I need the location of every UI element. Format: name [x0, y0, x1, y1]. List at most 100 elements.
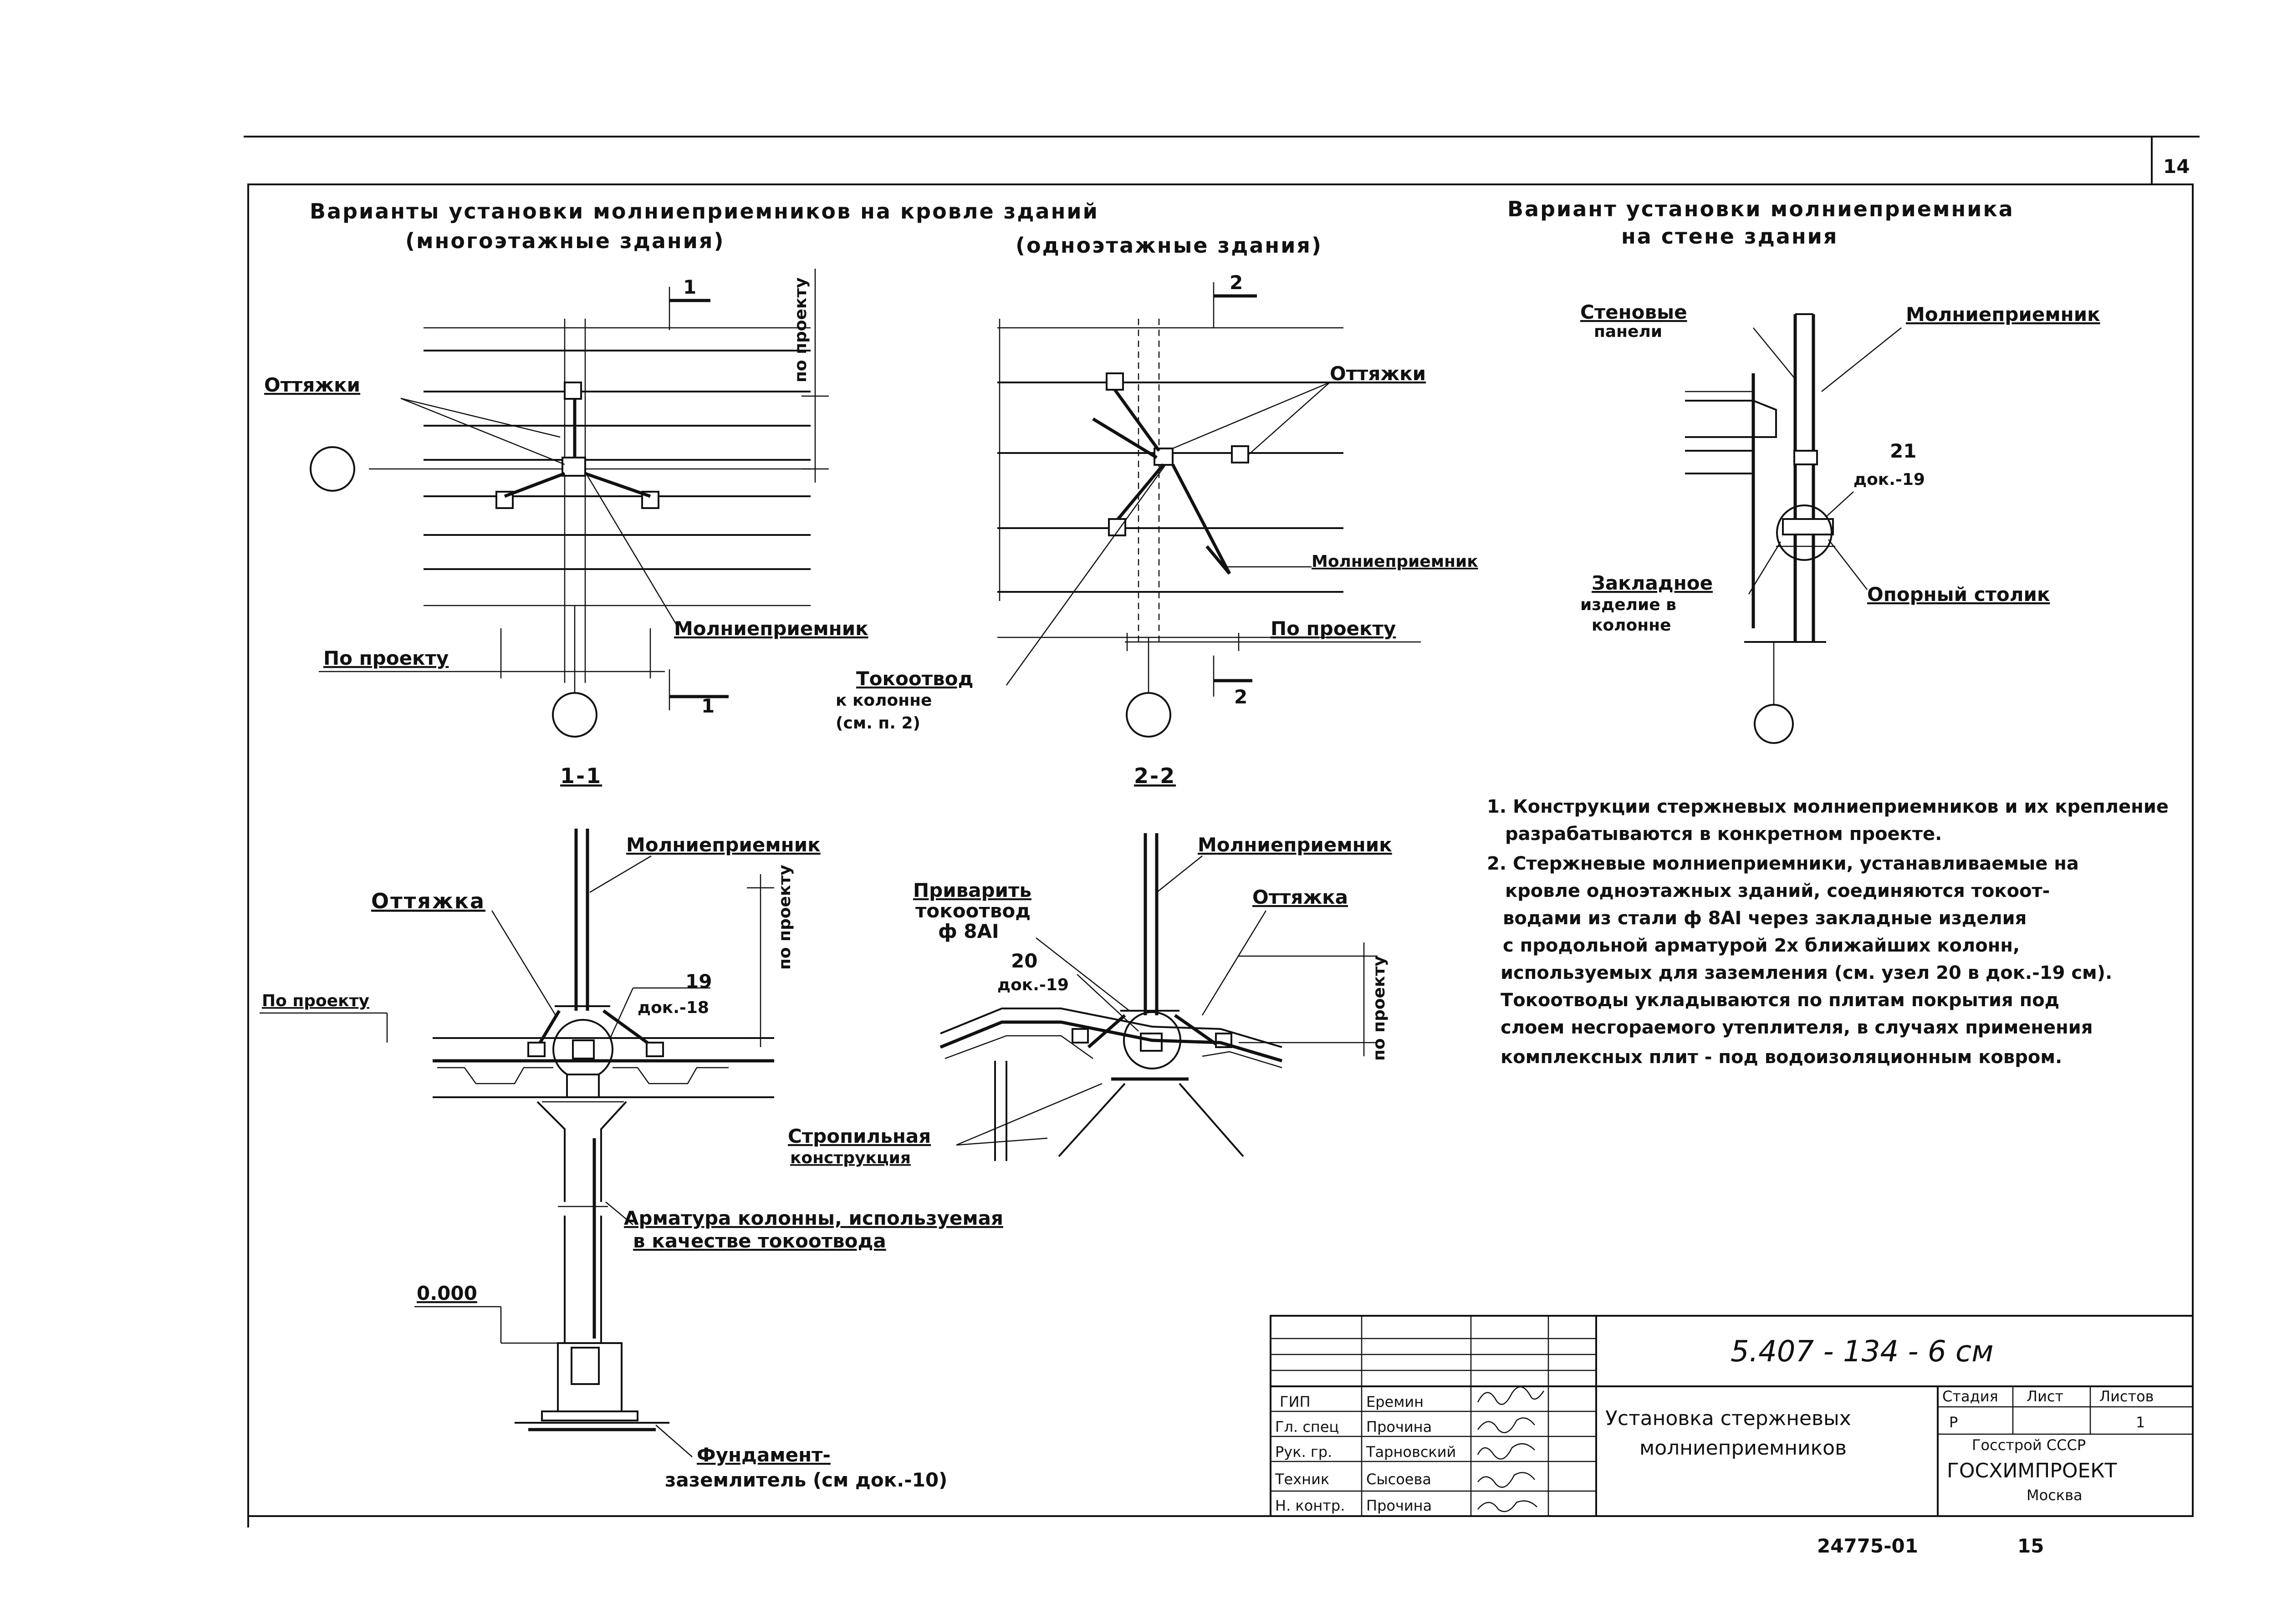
label-section-1-1: 1-1: [560, 764, 602, 788]
title-wall-line2: на стене здания: [1621, 224, 1838, 249]
sheets-header: Листов: [2099, 1388, 2154, 1405]
label-down-conductor-line1: Токоотвод: [856, 667, 973, 690]
label-guy-section1: Оттяжка: [371, 889, 485, 913]
title-multi-storey-line2: (многоэтажные здания): [405, 229, 725, 253]
label-per-project-plan2: По проекту: [1271, 617, 1396, 640]
label-weld-line3: ф 8АI: [938, 920, 999, 942]
note-line: используемых для заземления (см. узел 20…: [1501, 962, 2112, 983]
staff-role: Рук. гр.: [1275, 1443, 1332, 1461]
section-1-1-detail: [260, 829, 774, 1457]
note-line: 2. Стержневые молниеприемники, устанавли…: [1487, 853, 2079, 874]
wall-node-circle: [1776, 504, 1833, 561]
dim-per-project-plan1: по проекту: [791, 277, 810, 382]
org-line3: Москва: [2027, 1487, 2083, 1504]
label-doc-19-wall: док.-19: [1853, 470, 1925, 489]
label-weld-line1: Приварить: [913, 879, 1031, 901]
staff-role: ГИП: [1280, 1393, 1311, 1410]
label-column-rebar-line1: Арматура колонны, используемая: [624, 1207, 1003, 1229]
notes-block: 1. Конструкции стержневых молниеприемник…: [1487, 796, 2169, 1068]
stage-header: Стадия: [1942, 1388, 1998, 1405]
signature-scribbles: [1477, 1386, 1545, 1512]
label-rod-section1: Молниеприемник: [626, 834, 821, 856]
inventory-number: 24775-01: [1817, 1535, 1918, 1557]
staff-name: Тарновский: [1366, 1443, 1456, 1461]
drawing-designation: 5.407 - 134 - 6 см: [1731, 1335, 1993, 1369]
staff-role: Техник: [1275, 1471, 1329, 1488]
label-guys-plan1: Оттяжки: [264, 374, 360, 396]
section-mark-1-top: 1: [683, 276, 696, 298]
label-guys-plan2: Оттяжки: [1330, 362, 1426, 385]
label-embedded-line3: колонне: [1592, 616, 1671, 635]
staff-name: Прочина: [1366, 1418, 1432, 1436]
title-single-storey-line2: (одноэтажные здания): [1016, 233, 1322, 258]
bottom-page-number: 15: [2017, 1535, 2044, 1557]
label-wall-panels-line1: Стеновые: [1580, 301, 1687, 323]
section-2-2-detail: [939, 833, 1378, 1161]
label-node-19: 19: [685, 970, 712, 993]
axis-bubble-bottom-2: [1126, 692, 1171, 738]
label-elevation: 0.000: [417, 1282, 477, 1304]
plan-multi-storey: [310, 269, 829, 738]
label-down-conductor-line2: к колонне: [836, 691, 932, 710]
note-line: комплексных плит - под водоизоляционным …: [1501, 1047, 2062, 1068]
sheets-total-value: 1: [2136, 1414, 2145, 1431]
label-down-conductor-line3: (см. п. 2): [836, 714, 920, 733]
org-line2: ГОСХИМПРОЕКТ: [1947, 1459, 2117, 1482]
note-line: с продольной арматурой 2х ближайших коло…: [1503, 935, 2020, 956]
label-column-rebar-line2: в качестве токоотвода: [633, 1230, 886, 1252]
stage-value: Р: [1949, 1414, 1958, 1431]
label-wall-panels-line2: панели: [1594, 322, 1662, 341]
label-rod-section2: Молниеприемник: [1198, 834, 1392, 856]
wall-detail: [1685, 313, 1902, 744]
title-multi-storey-line1: Варианты установки молниеприемников на к…: [310, 199, 1099, 224]
label-per-project-plan1: По проекту: [323, 647, 449, 669]
staff-role: Гл. спец: [1275, 1418, 1339, 1436]
label-node-20: 20: [1011, 950, 1037, 972]
title-wall-line1: Вариант установки молниеприемника: [1507, 197, 2014, 221]
note-line: слоем несгораемого утеплителя, в случаях…: [1501, 1017, 2093, 1038]
label-doc-19-section2: док.-19: [997, 976, 1069, 994]
drawing-frame: [244, 136, 2200, 1527]
note-line: Токоотводы укладываются по плитам покрыт…: [1501, 990, 2059, 1011]
label-per-project-section1-dim: по проекту: [776, 865, 794, 970]
note-line: кровле одноэтажных зданий, соединяются т…: [1505, 881, 2050, 901]
staff-name: Сысоева: [1366, 1471, 1431, 1488]
label-rafter-line1: Стропильная: [788, 1125, 931, 1147]
title-block: [1270, 1315, 2194, 1517]
plan-single-storey: [997, 282, 1421, 738]
section-mark-1-bottom: 1: [701, 695, 715, 717]
staff-role: Н. контр.: [1275, 1497, 1345, 1514]
staff-name: Прочина: [1366, 1497, 1432, 1514]
label-rod-wall: Молниеприемник: [1906, 303, 2100, 326]
label-weld-line2: токоотвод: [915, 900, 1031, 922]
label-per-project-section2-dim: по проекту: [1370, 956, 1389, 1061]
note-line: разрабатываются в конкретном проекте.: [1505, 824, 1942, 845]
label-rod-plan1: Молниеприемник: [674, 617, 868, 640]
label-rafter-line2: конструкция: [790, 1149, 911, 1167]
note-line: 1. Конструкции стержневых молниеприемник…: [1487, 796, 2169, 817]
label-foundation-line2: заземлитель (см док.-10): [665, 1469, 947, 1491]
label-guy-section2: Оттяжка: [1252, 886, 1348, 908]
label-foundation-line1: Фундамент-: [697, 1444, 831, 1466]
note-line: водами из стали ф 8АI через закладные из…: [1503, 908, 2027, 929]
label-rod-plan2: Молниеприемник: [1312, 552, 1478, 571]
label-section-2-2: 2-2: [1134, 764, 1176, 788]
label-support-table: Опорный столик: [1867, 583, 2050, 606]
label-node-21: 21: [1890, 440, 1916, 462]
label-embedded-line1: Закладное: [1592, 572, 1713, 594]
staff-name: Еремин: [1366, 1393, 1424, 1410]
drawing-title-line1: Установка стержневых: [1605, 1407, 1851, 1430]
label-embedded-line2: изделие в: [1580, 596, 1676, 614]
section-mark-2-bottom: 2: [1234, 686, 1247, 708]
drawing-title-line2: молниеприемников: [1639, 1436, 1847, 1460]
label-doc-18: док.-18: [638, 998, 709, 1017]
org-line1: Госстрой СССР: [1972, 1436, 2086, 1454]
page-number: 14: [2163, 155, 2190, 178]
label-per-project-section1: По проекту: [262, 992, 369, 1010]
axis-bubble-left: [310, 446, 355, 492]
axis-bubble-wall: [1754, 704, 1794, 744]
axis-bubble-bottom: [552, 692, 597, 738]
section-mark-2-top: 2: [1230, 271, 1243, 294]
sheet-header: Лист: [2027, 1388, 2063, 1405]
